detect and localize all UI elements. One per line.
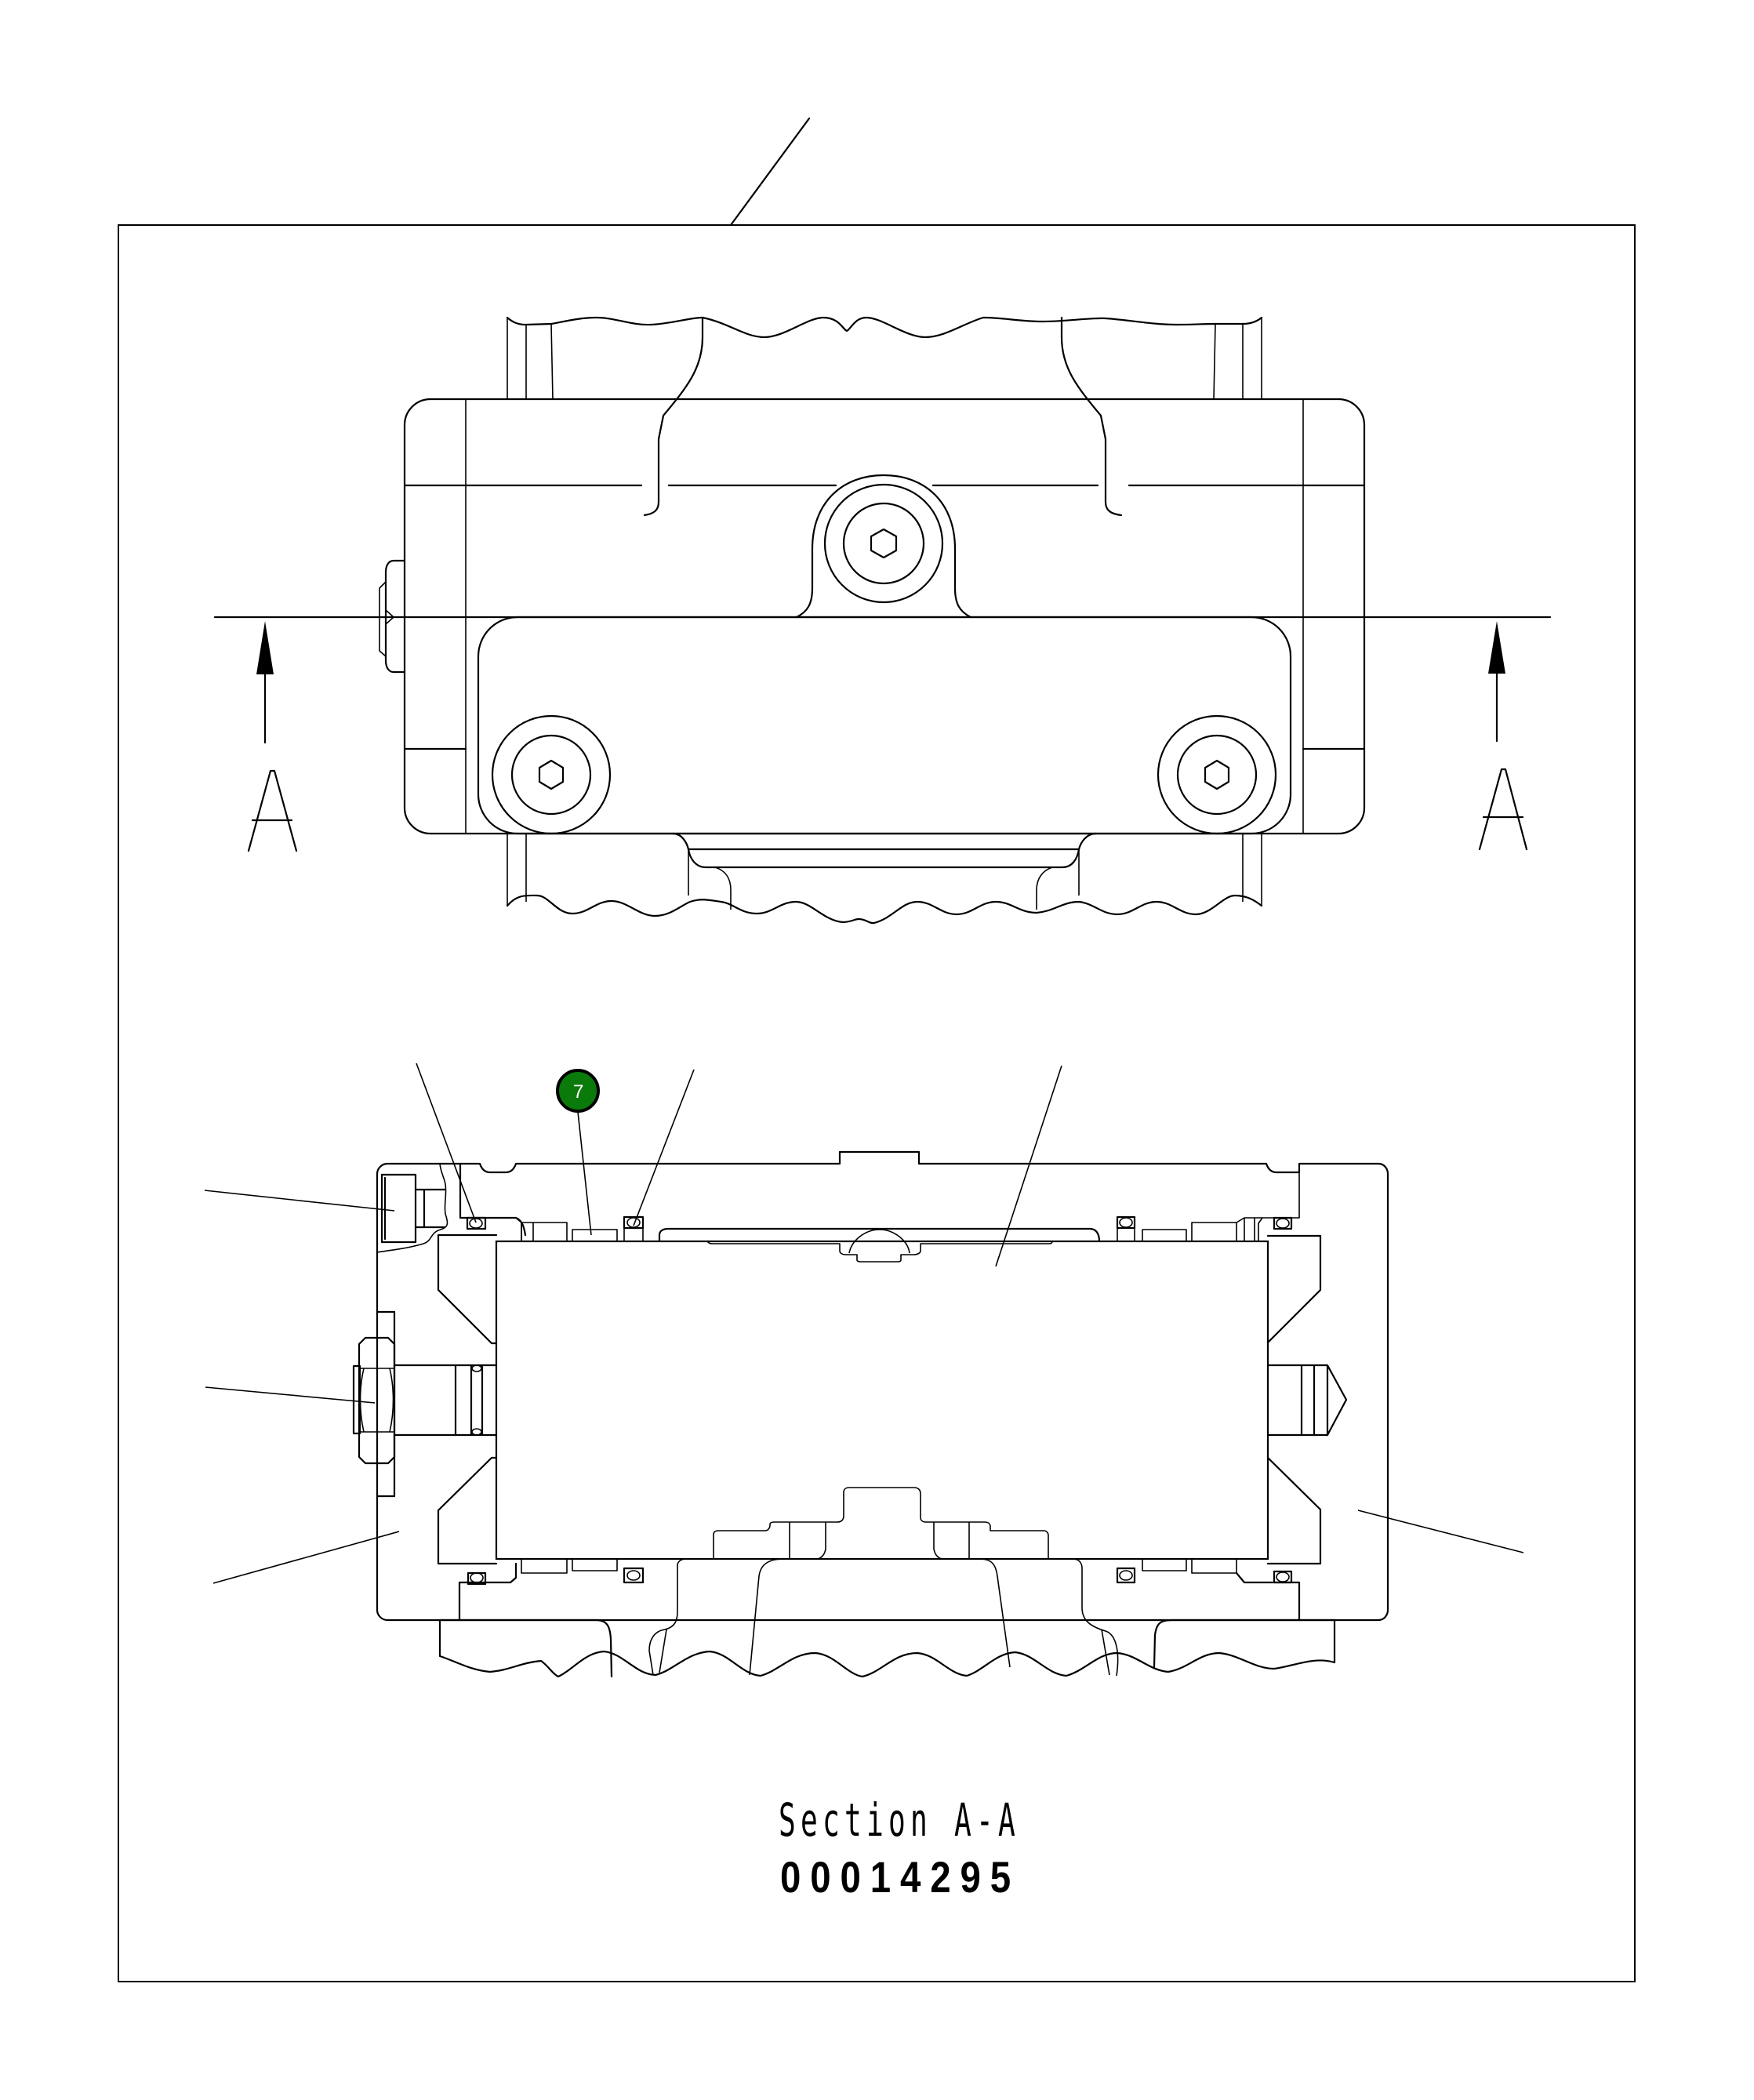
leader-spool <box>995 1065 1062 1267</box>
top-leader-line <box>729 117 811 227</box>
section-caption: Section A-A <box>779 1793 1020 1847</box>
leader-oring-left <box>416 1063 477 1223</box>
callout-7-bubble[interactable]: 7 <box>556 1069 600 1113</box>
leader-housing-right <box>1357 1510 1524 1553</box>
section-letter-left-glyph <box>247 769 298 852</box>
top-view <box>379 316 1366 925</box>
leader-callout-7 <box>577 1111 592 1236</box>
section-arrow-right: A <box>1478 621 1528 851</box>
callout-7-number: 7 <box>573 1081 583 1103</box>
drawing-frame <box>118 117 1636 1982</box>
section-view <box>352 1150 1389 1678</box>
leader-nut <box>205 1386 376 1404</box>
leader-housing-left <box>212 1531 400 1584</box>
section-letter-right-glyph <box>1478 768 1528 851</box>
leader-plug-upper <box>204 1190 395 1212</box>
drawing-number: 00014295 <box>780 1852 1020 1902</box>
leader-oring-center <box>633 1069 695 1226</box>
section-arrow-left: A <box>247 621 298 852</box>
section-leader-lines <box>204 1063 1524 1584</box>
caption: Section A-A 00014295 <box>779 1793 1020 1902</box>
